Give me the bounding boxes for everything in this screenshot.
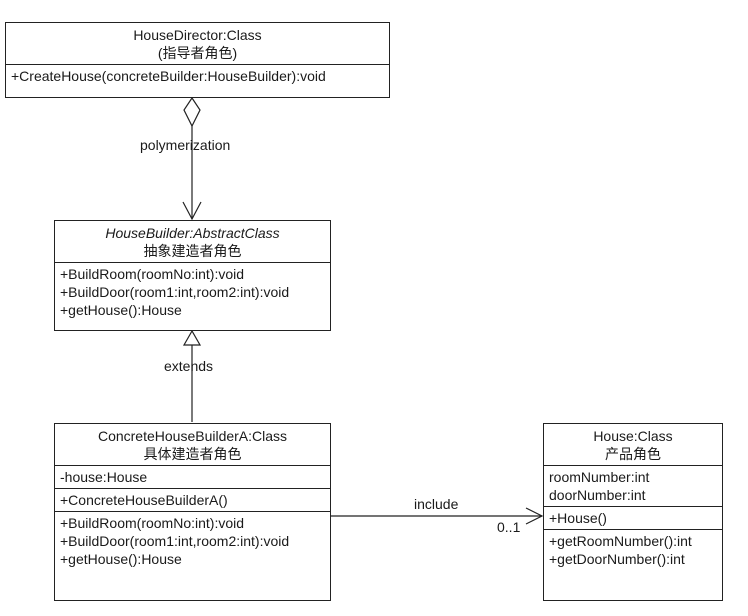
class-role: 产品角色 [605,446,661,462]
constructor: +House() [549,510,607,526]
class-name: ConcreteHouseBuilderA:Class [97,428,288,444]
operation: +getRoomNumber():int [549,533,692,549]
class-role: (指导者角色) [157,45,238,61]
class-name: HouseDirector:Class [133,27,262,43]
class-header: House:Class 产品角色 [544,424,722,465]
operation: +BuildDoor(room1:int,room2:int):void [60,533,290,549]
generalization-triangle [182,329,202,346]
class-role: 抽象建造者角色 [143,243,242,259]
association-label: include [414,496,459,512]
operation: +getDoorNumber():int [549,551,685,567]
generalization-label: extends [164,358,214,374]
house-class: House:Class 产品角色 roomNumber:int doorNumb… [543,423,723,601]
constructors-compartment: +ConcreteHouseBuilderA() [55,488,330,511]
attribute: -house:House [60,469,148,485]
operations-compartment: +CreateHouse(concreteBuilder:HouseBuilde… [6,64,389,87]
operations-compartment: +BuildRoom(roomNo:int):void +BuildDoor(r… [55,262,330,321]
class-name: House:Class [593,428,673,444]
class-header: HouseDirector:Class (指导者角色) [6,23,389,64]
operations-compartment: +getRoomNumber():int +getDoorNumber():in… [544,529,722,570]
house-director-class: HouseDirector:Class (指导者角色) +CreateHouse… [5,22,390,98]
class-header: HouseBuilder:AbstractClass 抽象建造者角色 [55,221,330,262]
association-multiplicity: 0..1 [497,519,521,535]
operation: +BuildRoom(roomNo:int):void [60,515,245,531]
operation: +CreateHouse(concreteBuilder:HouseBuilde… [11,68,326,84]
attribute: roomNumber:int [549,469,650,485]
aggregation-label: polymerization [140,137,231,153]
operations-compartment: +BuildRoom(roomNo:int):void +BuildDoor(r… [55,511,330,570]
class-role: 具体建造者角色 [143,446,242,462]
constructor: +ConcreteHouseBuilderA() [60,492,228,508]
attribute: doorNumber:int [549,487,646,503]
association-arrowhead [525,507,544,525]
operation: +getHouse():House [60,551,182,567]
operation: +getHouse():House [60,302,182,318]
aggregation-arrowhead [182,201,202,221]
class-header: ConcreteHouseBuilderA:Class 具体建造者角色 [55,424,330,465]
class-name: HouseBuilder:AbstractClass [105,225,280,241]
operation: +BuildRoom(roomNo:int):void [60,266,245,282]
constructors-compartment: +House() [544,506,722,529]
operation: +BuildDoor(room1:int,room2:int):void [60,284,290,300]
concrete-house-builder-class: ConcreteHouseBuilderA:Class 具体建造者角色 -hou… [54,423,331,601]
aggregation-diamond [183,96,201,128]
house-builder-abstract-class: HouseBuilder:AbstractClass 抽象建造者角色 +Buil… [54,220,331,331]
attributes-compartment: roomNumber:int doorNumber:int [544,465,722,506]
attributes-compartment: -house:House [55,465,330,488]
